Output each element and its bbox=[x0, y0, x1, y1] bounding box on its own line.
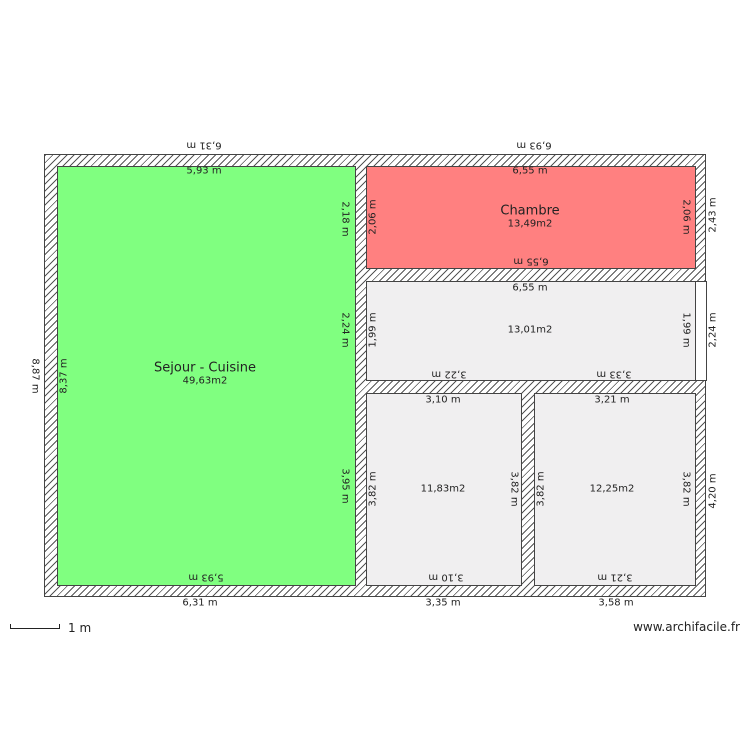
dim-outer-top-left: 6,31 m bbox=[186, 139, 222, 151]
dim-mid-left: 1,99 m bbox=[367, 312, 379, 348]
dim-outer-right-bottom: 4,20 m bbox=[707, 473, 719, 509]
brand-watermark: www.archifacile.fr bbox=[633, 620, 740, 634]
dim-mid-right: 1,99 m bbox=[680, 312, 692, 348]
right-wall-opening bbox=[696, 281, 707, 381]
dim-chambre-top: 6,55 m bbox=[512, 165, 548, 177]
room-area-sejour: 49,63m2 bbox=[182, 375, 228, 387]
dim-bl-bottom: 3,10 m bbox=[428, 571, 464, 583]
scale-bar bbox=[10, 624, 60, 629]
dim-bl-left: 3,82 m bbox=[367, 471, 379, 507]
dim-outer-bottom-right: 3,58 m bbox=[598, 597, 634, 609]
dim-outer-left: 8,87 m bbox=[29, 358, 41, 394]
room-chambre[interactable] bbox=[366, 166, 696, 269]
dim-sejour-right-3: 3,95 m bbox=[339, 468, 351, 504]
room-area-bottom-left: 11,83m2 bbox=[420, 483, 466, 495]
dim-chambre-right: 2,06 m bbox=[680, 199, 692, 235]
dim-sejour-bottom: 5,93 m bbox=[188, 571, 224, 583]
dim-sejour-right-1: 2,18 m bbox=[339, 201, 351, 237]
dim-sejour-right-2: 2,24 m bbox=[339, 312, 351, 348]
room-name-sejour: Sejour - Cuisine bbox=[154, 360, 256, 376]
dim-chambre-left: 2,06 m bbox=[367, 199, 379, 235]
room-name-chambre: Chambre bbox=[500, 203, 560, 219]
dim-mid-top: 6,55 m bbox=[512, 282, 548, 294]
dim-mid-bottom-right: 3,33 m bbox=[596, 368, 632, 380]
dim-outer-bottom-mid: 3,35 m bbox=[425, 597, 461, 609]
dim-chambre-bottom: 6,55 m bbox=[513, 255, 549, 267]
dim-bl-right: 3,82 m bbox=[508, 471, 520, 507]
dim-br-left: 3,82 m bbox=[535, 471, 547, 507]
dim-outer-right-mid: 2,24 m bbox=[707, 312, 719, 348]
dim-outer-bottom-left: 6,31 m bbox=[182, 597, 218, 609]
floor-plan bbox=[44, 154, 707, 597]
room-area-bottom-right: 12,25m2 bbox=[589, 483, 635, 495]
dim-sejour-left: 8,37 m bbox=[58, 358, 70, 394]
dim-outer-top-right: 6,93 m bbox=[516, 139, 552, 151]
dim-bl-top: 3,10 m bbox=[425, 394, 461, 406]
dim-sejour-top: 5,93 m bbox=[186, 165, 222, 177]
dim-mid-bottom-left: 3,22 m bbox=[431, 368, 467, 380]
room-bottom-right[interactable] bbox=[534, 393, 696, 586]
room-area-chambre: 13,49m2 bbox=[507, 218, 553, 230]
dim-br-bottom: 3,21 m bbox=[597, 571, 633, 583]
dim-outer-right-top: 2,43 m bbox=[707, 197, 719, 233]
dim-br-top: 3,21 m bbox=[594, 394, 630, 406]
room-area-middle: 13,01m2 bbox=[507, 324, 553, 336]
room-bottom-left[interactable] bbox=[366, 393, 522, 586]
dim-br-right: 3,82 m bbox=[680, 471, 692, 507]
room-sejour-cuisine[interactable] bbox=[57, 166, 356, 586]
scale-label: 1 m bbox=[68, 621, 92, 635]
room-middle[interactable] bbox=[366, 281, 696, 381]
